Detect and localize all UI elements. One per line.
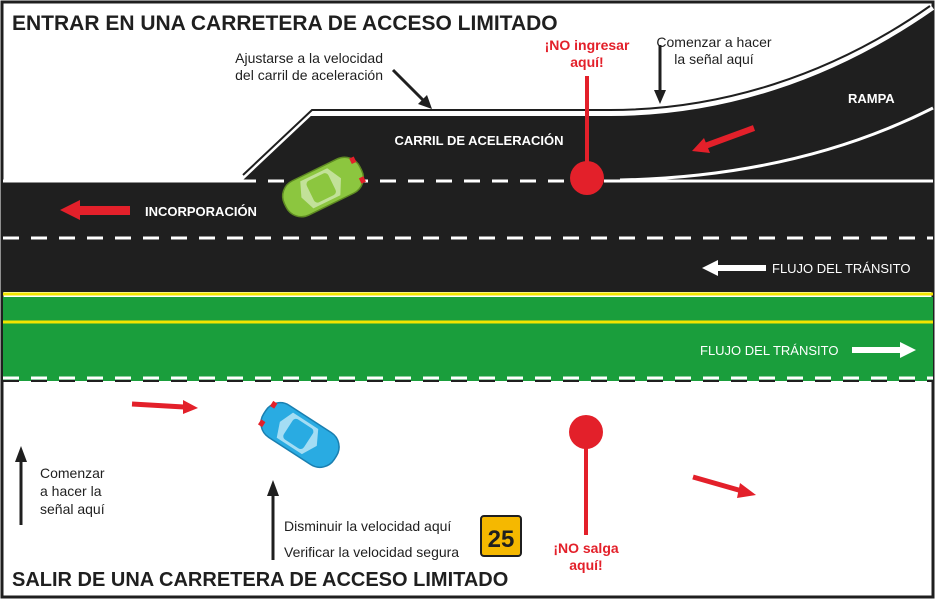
exit-direction-arrow-1 — [131, 401, 185, 410]
traffic-flow-bottom-label: FLUJO DEL TRÁNSITO — [700, 343, 838, 358]
traffic-flow-top-label: FLUJO DEL TRÁNSITO — [772, 261, 910, 276]
slow-down-text: Disminuir la velocidad aquí — [284, 518, 451, 534]
start-signal-top-arrowhead — [654, 90, 666, 104]
start-signal-bottom-text-1: Comenzar — [40, 465, 105, 481]
ramp-inner-line — [619, 106, 934, 182]
adjust-speed-text-1: Ajustarse a la velocidad — [235, 50, 383, 66]
no-enter-text-2: aquí! — [570, 54, 603, 70]
exit-direction-arrowhead-2 — [737, 483, 756, 498]
ramp-road — [240, 8, 933, 180]
speed-sign-value: 25 — [488, 526, 515, 553]
accel-lane-label: CARRIL DE ACELERACIÓN — [394, 133, 563, 148]
speed-sign — [480, 515, 522, 557]
merge-arrowhead — [60, 200, 80, 220]
top-title: ENTRAR EN UNA CARRETERA DE ACCESO LIMITA… — [12, 12, 558, 35]
adjust-speed-arrowhead — [418, 95, 432, 109]
merge-label: INCORPORACIÓN — [145, 204, 257, 219]
bottom-title: SALIR DE UNA CARRETERA DE ACCESO LIMITAD… — [12, 569, 508, 591]
no-enter-text-1: ¡NO ingresar — [545, 37, 630, 53]
highway-green — [3, 297, 933, 381]
start-signal-bottom-arrowhead — [15, 446, 27, 462]
start-signal-bottom-text-3: señal aquí — [40, 501, 105, 517]
ramp-edge-line — [238, 6, 935, 182]
highway-dark — [3, 180, 933, 292]
exit-direction-arrow-2 — [692, 474, 743, 494]
traffic-flow-bottom-arrowhead — [900, 342, 916, 358]
traffic-flow-bottom-arrow — [852, 347, 902, 353]
ramp-direction-arrow — [703, 125, 756, 149]
start-signal-top-text-1: Comenzar a hacer — [656, 34, 772, 50]
no-exit-text-1: ¡NO salga — [553, 540, 619, 556]
start-signal-top-text-2: la señal aquí — [674, 51, 754, 67]
slow-down-arrowhead — [267, 480, 279, 496]
check-speed-text: Verificar la velocidad segura — [284, 544, 459, 560]
merge-arrow-shaft — [78, 206, 130, 215]
ramp-direction-arrowhead — [692, 138, 710, 153]
no-exit-text-2: aquí! — [569, 557, 602, 573]
adjust-speed-text-2: del carril de aceleración — [235, 67, 383, 83]
ramp-label: RAMPA — [848, 91, 895, 106]
no-enter-marker — [570, 161, 604, 195]
traffic-flow-top-arrow — [716, 265, 766, 271]
no-exit-marker — [569, 415, 603, 449]
ramp-outer-line — [242, 5, 931, 176]
traffic-flow-top-arrowhead — [702, 260, 718, 276]
green-car — [281, 156, 366, 218]
exit-direction-arrowhead-1 — [183, 400, 198, 414]
blue-car — [257, 400, 340, 469]
start-signal-bottom-text-2: a hacer la — [40, 483, 102, 499]
adjust-speed-arrow — [391, 68, 426, 103]
